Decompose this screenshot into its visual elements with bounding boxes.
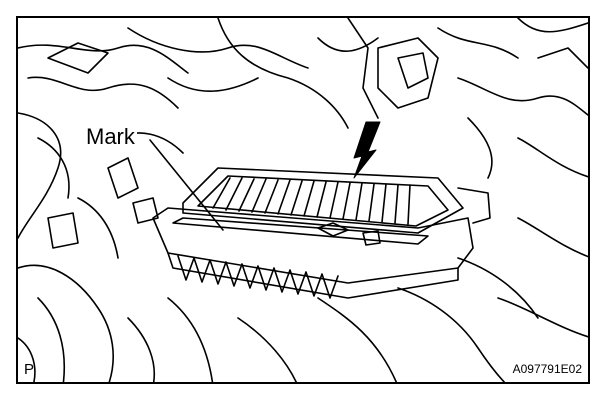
engine-bay-illustration	[18, 18, 588, 382]
arrow-down-icon	[353, 121, 381, 179]
illustration-code: A097791E02	[512, 362, 582, 376]
mark-label: Mark	[84, 124, 137, 149]
illustration-frame: Mark P A097791E02	[16, 16, 590, 384]
corner-letter: P	[24, 361, 35, 378]
